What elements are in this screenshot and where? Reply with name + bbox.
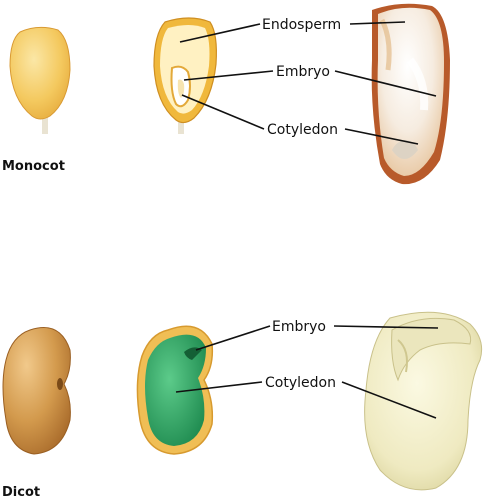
corn-kernel-whole [9, 26, 71, 134]
leader-embryo-right [334, 70, 437, 97]
leader-cotyledon-dicot-left [175, 381, 263, 393]
leader-cotyledon-right [344, 128, 419, 145]
bean-whole [2, 327, 71, 455]
leader-embryo-dicot-left [195, 325, 271, 351]
label-cotyledon-dicot: Cotyledon [265, 375, 336, 391]
label-embryo-dicot: Embryo [272, 319, 326, 335]
section-title-monocot: Monocot [2, 159, 65, 174]
corn-kernel-section [153, 17, 217, 134]
bean-section [136, 325, 214, 455]
leader-endosperm-right [349, 21, 406, 25]
section-title-dicot: Dicot [2, 485, 40, 500]
leader-cotyledon-left [181, 94, 265, 130]
corn-kernel-photo [371, 3, 450, 185]
leader-embryo-dicot-right [333, 325, 439, 329]
leader-embryo-left [183, 70, 274, 81]
label-cotyledon-monocot: Cotyledon [267, 122, 338, 138]
label-endosperm: Endosperm [262, 17, 341, 33]
monocot-section: Endosperm Embryo Cotyledon Monocot [2, 3, 450, 185]
bean-photo [364, 311, 483, 491]
dicot-section: Embryo Cotyledon Dicot [2, 311, 483, 500]
leader-endosperm-left [179, 23, 261, 43]
leader-cotyledon-dicot-right [341, 381, 437, 419]
label-embryo-monocot: Embryo [276, 64, 330, 80]
